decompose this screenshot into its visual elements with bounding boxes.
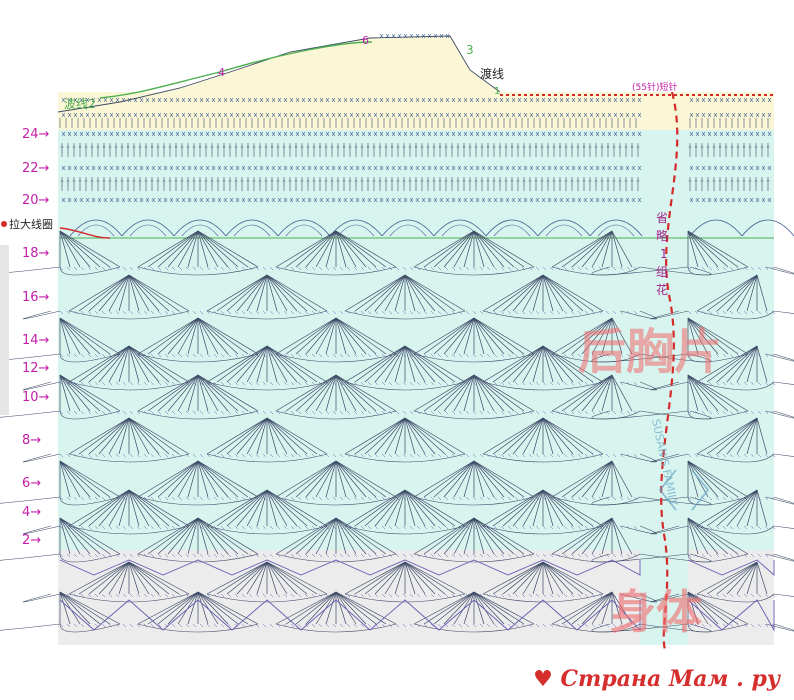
marker-4: 4	[218, 66, 225, 79]
heart-icon: ♥	[533, 666, 553, 692]
row-label-2: 2→	[22, 533, 41, 548]
row-label-18: 18→	[22, 246, 50, 261]
site-suffix: . ру	[736, 666, 780, 692]
side-tab	[0, 245, 9, 415]
wave-line-right-label: 渡线	[480, 66, 504, 81]
svg-text:组: 组	[656, 265, 668, 279]
back-piece-watermark: 后胸片	[578, 324, 722, 380]
omit-dashed-line	[660, 91, 679, 651]
wave-line-left-label: 波线2	[64, 97, 96, 111]
yoke-top-shape	[58, 36, 500, 112]
marker-3: 3	[466, 43, 474, 57]
row-labels: 24→ 22→ 20→ 18→ 16→ 14→ 12→ 10→ 8→ 6→ 4→ 2→	[22, 127, 50, 548]
row-label-12: 12→	[22, 361, 50, 376]
row-label-4: 4→	[22, 505, 41, 520]
family-logo-icon	[658, 469, 710, 511]
svg-text:1: 1	[660, 247, 668, 261]
site-watermark: ♥ Страна Мам . ру	[533, 666, 780, 692]
body-area-left	[58, 130, 640, 550]
marker-6: 6	[362, 34, 369, 47]
pull-loop-label: 拉大线圈	[9, 217, 53, 231]
svg-text:省: 省	[656, 211, 668, 225]
row-label-16: 16→	[22, 290, 50, 305]
row-label-10: 10→	[22, 390, 50, 405]
row-label-20: 20→	[22, 193, 50, 208]
row-label-8: 8→	[22, 433, 41, 448]
wave-guide-line	[99, 41, 373, 99]
marker-1: 1	[494, 86, 500, 97]
site-name: Страна Мам	[560, 666, 729, 692]
svg-text:略: 略	[656, 228, 668, 243]
row-label-14: 14→	[22, 333, 50, 348]
svg-text:花: 花	[656, 282, 668, 297]
stitch-layer	[0, 33, 794, 633]
omit-note: 省 略 1 组 花	[656, 211, 668, 297]
pull-loop-arrow	[59, 227, 111, 239]
pull-loop-dot	[1, 221, 7, 227]
row-label-6: 6→	[22, 476, 41, 491]
body-area-right	[688, 130, 774, 550]
row-label-22: 22→	[22, 161, 50, 176]
short-row-label: (55针)短针	[632, 81, 677, 93]
row-label-24: 24→	[22, 127, 50, 142]
yoke-area	[58, 92, 774, 130]
body-watermark: 身体	[610, 585, 702, 639]
